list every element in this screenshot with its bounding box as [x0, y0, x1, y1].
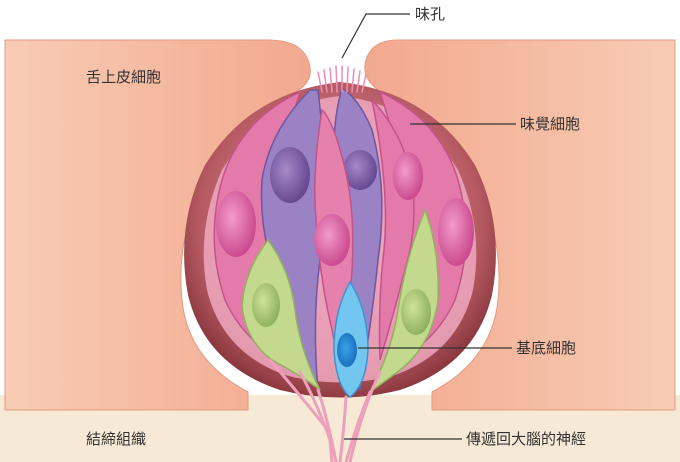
label-connective-tissue: 結締組織 [86, 430, 146, 448]
support-cell-nucleus [401, 289, 431, 335]
taste-cell-nucleus [438, 198, 474, 266]
label-taste-cells: 味覺細胞 [520, 115, 580, 133]
taste-cell-nucleus [216, 191, 256, 257]
taste-cell-nucleus [270, 147, 310, 203]
label-basal-cells: 基底細胞 [516, 339, 576, 357]
support-cell-nucleus [252, 283, 280, 327]
label-taste-pore: 味孔 [415, 5, 445, 23]
label-tongue-epithelial-cells: 舌上皮細胞 [86, 68, 161, 86]
taste-cell-nucleus [393, 152, 423, 200]
label-nerve-to-brain: 傳遞回大腦的神經 [466, 430, 586, 448]
taste-cell-nucleus [314, 214, 350, 266]
basal-cell-nucleus [337, 333, 357, 367]
